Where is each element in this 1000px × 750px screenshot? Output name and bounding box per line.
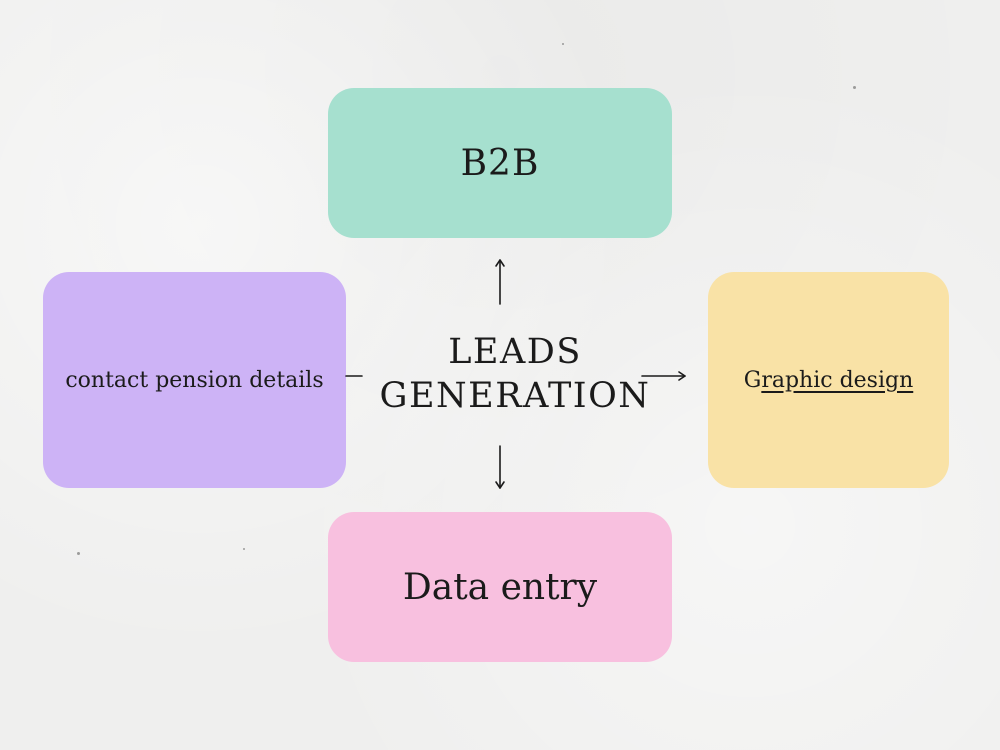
paper-speck: [853, 86, 856, 89]
node-contact-pension-details-label: contact pension details: [65, 367, 324, 393]
node-data-entry: Data entry: [328, 512, 672, 662]
center-title-line-1: LEADS: [448, 332, 582, 372]
center-title: LEADS GENERATION: [370, 330, 660, 418]
paper-speck: [562, 43, 564, 45]
center-title-line-2: GENERATION: [379, 376, 651, 416]
paper-speck: [77, 552, 80, 555]
node-b2b: B2B: [328, 88, 672, 238]
node-graphic-design-label-rest: raphic design: [761, 367, 914, 393]
node-b2b-label: B2B: [460, 142, 540, 184]
arrow-down-to-data-entry: [495, 445, 505, 489]
node-graphic-design-label-initial: G: [743, 367, 762, 393]
node-contact-pension-details: contact pension details: [43, 272, 346, 488]
node-graphic-design-label: Graphic design: [744, 368, 914, 393]
node-data-entry-label: Data entry: [402, 566, 598, 608]
node-graphic-design: Graphic design: [708, 272, 949, 488]
arrow-right-to-graphic-design: [641, 371, 686, 381]
arrow-up-to-b2b: [495, 259, 505, 305]
paper-speck: [243, 548, 245, 550]
